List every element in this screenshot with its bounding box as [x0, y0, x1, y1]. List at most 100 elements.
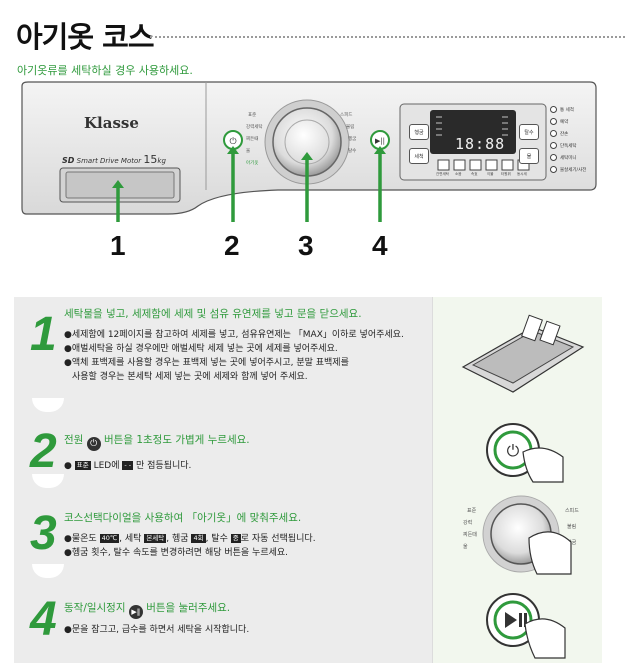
step-line-post: 만 점등됩니다. — [136, 461, 192, 471]
temp-chip: 40℃ — [99, 534, 120, 543]
detergent-drawer-drawing — [461, 314, 585, 393]
step-heading: 세탁물을 넣고, 세제함에 세제 및 섬유 유연제를 넣고 문을 닫으세요. — [64, 308, 362, 320]
dial-label: 찌든때 — [246, 137, 259, 142]
capacity-value: 15 — [143, 153, 158, 166]
text-part: , 탈수 — [205, 534, 228, 544]
step-number: 1 — [30, 308, 57, 361]
text-part: ●물온도 — [64, 534, 97, 544]
lcd-button-wash: 세척 — [409, 148, 429, 164]
step-notch — [32, 564, 64, 578]
dial-label-highlight: 아기옷 — [246, 161, 259, 166]
page-subtitle: 아기옷류를 세탁하실 경우 사용하세요. — [17, 64, 193, 77]
step-heading-post: 버튼을 눌러주세요. — [146, 602, 231, 614]
svg-text:찌든때: 찌든때 — [463, 531, 477, 538]
dial-label: 헹굼 — [348, 137, 357, 142]
text-part: 로 자동 선택됩니다. — [240, 534, 316, 544]
step-heading-pre: 전원 — [64, 434, 84, 446]
play-pause-button-drawing — [486, 593, 566, 659]
step-3: 3 코스선택다이얼을 사용하여 「아기옷」에 맞춰주세요. ●물온도 40℃, … — [14, 488, 602, 578]
panel-icon-label: 동시세 — [517, 172, 527, 176]
detergent-drawer-image — [432, 297, 602, 412]
dial-label: 탈수 — [348, 149, 357, 154]
option-indicator — [550, 166, 557, 173]
motor-label-text: Smart Drive Motor — [76, 157, 142, 165]
power-icon: ⏻ — [86, 437, 101, 451]
rinse-chip: 4회 — [191, 534, 206, 543]
control-panel-illustration: ⏻ ▶|| — [18, 80, 598, 222]
side-option: 세탁미니 — [560, 156, 577, 161]
svg-text:⏻: ⏻ — [507, 441, 520, 460]
motor-label: SD Smart Drive Motor 15kg — [62, 153, 166, 166]
option-indicator — [550, 106, 557, 113]
side-option: 물살세기/사전 — [560, 168, 587, 173]
step-heading: 코스선택다이얼을 사용하여 「아기옷」에 맞춰주세요. — [64, 512, 302, 524]
step-line: ●액체 표백제를 사용할 경우는 표백제 넣는 곳에 넣어주시고, 분말 표백제… — [64, 358, 349, 368]
side-option: 잔손 — [560, 132, 569, 137]
step-line: ●세제함에 12페이지를 참고하여 세제를 넣고, 섬유유연제는 「MAX」이하… — [64, 330, 404, 340]
panel-icon-label: 타원위 — [501, 172, 511, 176]
step-line: 사용할 경우는 본세탁 세제 넣는 곳에 세제와 함께 넣어 주세요. — [72, 372, 308, 382]
svg-text:⏻: ⏻ — [229, 136, 236, 147]
panel-icon-label: 이불 — [487, 172, 494, 176]
lcd-display-digits: 18:88 — [455, 135, 506, 153]
step-heading: 동작/일시정지 ▶‖ 버튼을 눌러주세요. — [64, 600, 230, 619]
step-1: 1 세탁물을 넣고, 세제함에 세제 및 섬유 유연제를 넣고 문을 닫으세요.… — [14, 297, 602, 412]
callout-number-4: 4 — [372, 230, 388, 261]
option-indicator — [550, 118, 557, 125]
panel-icon-label: 소음 — [455, 172, 462, 176]
lcd-button-spin: 탈수 — [519, 124, 539, 140]
svg-text:표준: 표준 — [467, 508, 477, 514]
power-button-drawing: ⏻ — [486, 423, 564, 483]
step-number: 2 — [30, 425, 57, 478]
step-notch — [32, 398, 64, 412]
step-line: ●헹굼 횟수, 탈수 속도를 변경하려면 해당 버튼을 누르세요. — [64, 548, 289, 558]
dial-label: 불림 — [346, 125, 355, 130]
text-part: , 세탁 — [119, 534, 142, 544]
panel-icon-label: 간편세탁 — [436, 172, 449, 176]
lcd-button-water: 물 — [519, 148, 539, 164]
svg-text:헹굼: 헹굼 — [567, 539, 577, 546]
panel-icon-label: 속효 — [471, 172, 478, 176]
motor-logo: SD — [62, 156, 75, 165]
title-divider — [150, 36, 625, 38]
option-indicator — [550, 130, 557, 137]
step-line-mid: LED에 — [93, 461, 120, 471]
side-option: 예약 — [560, 120, 569, 125]
callout-number-2: 2 — [224, 230, 240, 261]
svg-text:강력: 강력 — [463, 519, 472, 526]
dash-display-chip: - - — [122, 461, 134, 470]
step-4: 4 동작/일시정지 ▶‖ 버튼을 눌러주세요. ●문을 잠그고, 급수를 하면서… — [14, 578, 602, 663]
wash-chip: 본세탁 — [144, 534, 167, 543]
spin-chip: 중 — [230, 534, 241, 543]
svg-text:울: 울 — [463, 544, 468, 550]
step-2: 2 전원 ⏻ 버튼을 1초정도 가볍게 누르세요. ● 표준 LED에 - - … — [14, 412, 602, 488]
dial-label: 스피드 — [340, 113, 353, 118]
step-heading-pre: 동작/일시정지 — [64, 602, 126, 614]
capacity-unit: kg — [157, 157, 166, 165]
svg-text:스피드: 스피드 — [565, 507, 579, 514]
dial-label: 강력세탁 — [246, 125, 263, 130]
play-pause-button-image — [432, 578, 602, 663]
text-part: , 헹굼 — [166, 534, 189, 544]
step-heading-post: 버튼을 1초정도 가볍게 누르세요. — [104, 434, 250, 446]
step-number: 4 — [30, 593, 57, 646]
lcd-button-rinse: 헹굼 — [409, 124, 429, 140]
bullet: ● — [64, 461, 72, 471]
svg-text:▶||: ▶|| — [375, 137, 385, 145]
led-indicator-chip: 표준 — [74, 461, 91, 470]
option-indicator — [550, 154, 557, 161]
step-heading: 전원 ⏻ 버튼을 1초정도 가볍게 누르세요. — [64, 432, 250, 451]
step-line: ● 표준 LED에 - - 만 점등됩니다. — [64, 458, 191, 471]
side-option: 통 세척 — [560, 108, 574, 113]
step-line: ●문을 잠그고, 급수를 하면서 세탁을 시작합니다. — [64, 625, 250, 635]
svg-text:불림: 불림 — [567, 523, 576, 530]
step-number: 3 — [30, 507, 57, 560]
callout-number-1: 1 — [110, 230, 126, 261]
play-pause-icon: ▶‖ — [128, 605, 143, 619]
brand-logo: Klasse — [84, 114, 139, 132]
side-option: 단독세탁 — [560, 144, 577, 149]
callout-number-3: 3 — [298, 230, 314, 261]
